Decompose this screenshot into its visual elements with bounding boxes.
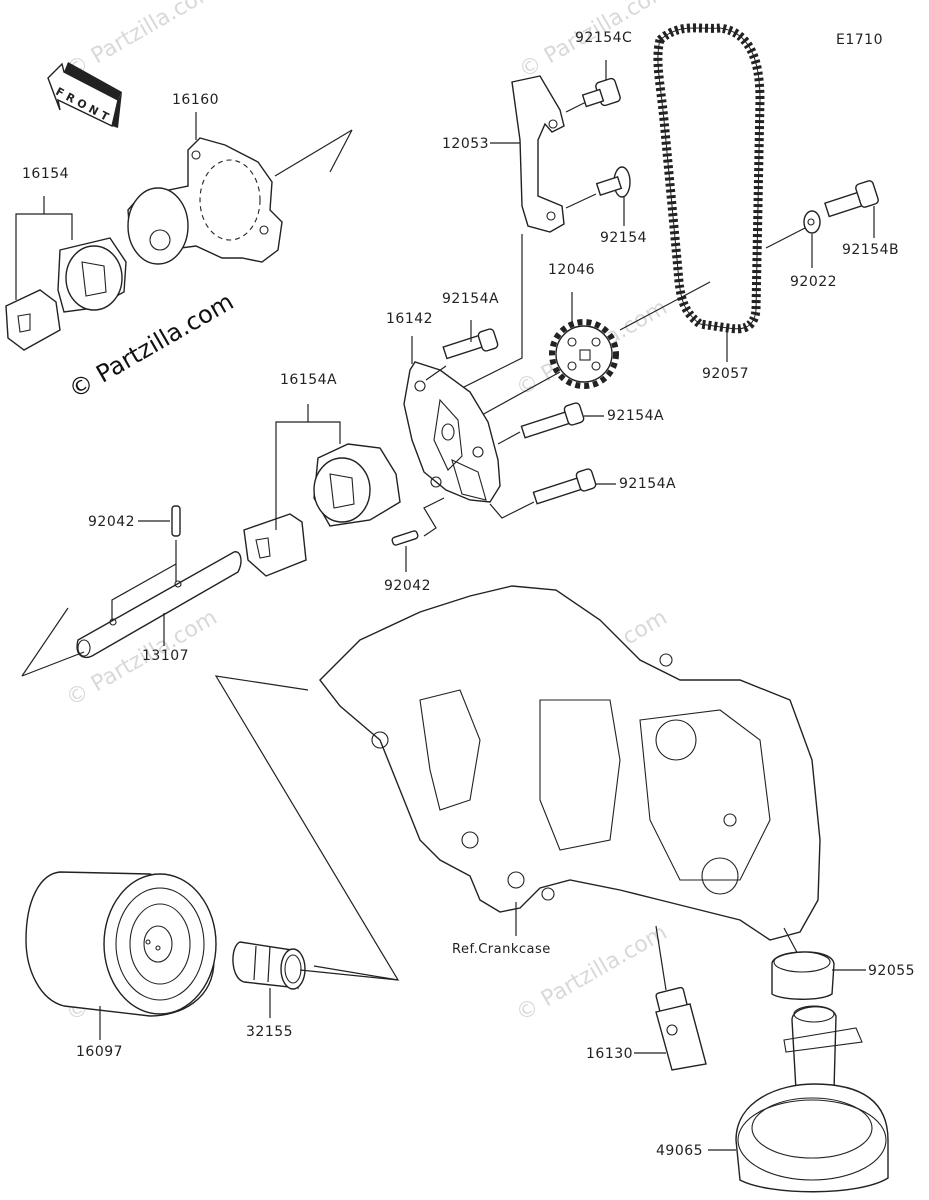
part-label-92042[interactable]: 92042 xyxy=(88,514,136,530)
part-92057-drawing xyxy=(619,23,765,362)
crankcase-drawing xyxy=(319,585,821,991)
part-16154-drawing xyxy=(5,196,127,351)
part-13107-drawing xyxy=(21,551,242,677)
part-92154C-drawing xyxy=(581,60,621,108)
part-16097-drawing xyxy=(25,871,217,1040)
part-label-49065[interactable]: 49065 xyxy=(656,1143,704,1159)
part-92055-drawing xyxy=(771,951,866,1000)
part-92022-drawing xyxy=(765,210,821,268)
leader-filter xyxy=(214,675,400,981)
part-label-92154A[interactable]: 92154A xyxy=(607,408,665,424)
part-12053-drawing xyxy=(461,75,597,389)
part-92154-drawing xyxy=(595,166,631,226)
part-label-92154B[interactable]: 92154B xyxy=(842,242,900,258)
part-label-92022[interactable]: 92022 xyxy=(790,274,838,290)
part-label-92055[interactable]: 92055 xyxy=(868,963,916,979)
part-92154A-1-drawing xyxy=(425,320,499,381)
part-label-92154A[interactable]: 92154A xyxy=(442,291,500,307)
part-label-16154A[interactable]: 16154A xyxy=(280,372,338,388)
part-label-16154[interactable]: 16154 xyxy=(22,166,70,182)
part-label-92154[interactable]: 92154 xyxy=(600,230,648,246)
reference-label-crankcase: Ref.Crankcase xyxy=(452,942,551,957)
part-16130-drawing xyxy=(634,986,707,1071)
part-label-12046[interactable]: 12046 xyxy=(548,262,596,278)
part-49065-drawing xyxy=(708,1005,889,1193)
part-12046-drawing xyxy=(479,292,619,417)
part-92154A-2-drawing xyxy=(497,402,604,445)
part-label-16160[interactable]: 16160 xyxy=(172,92,220,108)
part-label-92042[interactable]: 92042 xyxy=(384,578,432,594)
part-label-13107[interactable]: 13107 xyxy=(142,648,190,664)
part-label-16142[interactable]: 16142 xyxy=(386,311,434,327)
part-label-92154A[interactable]: 92154A xyxy=(619,476,677,492)
part-92042-2-drawing xyxy=(391,497,445,572)
part-label-16097[interactable]: 16097 xyxy=(76,1044,124,1060)
diagram-code: E1710 xyxy=(836,32,883,48)
front-arrow-icon xyxy=(47,62,122,128)
part-label-16130[interactable]: 16130 xyxy=(586,1046,634,1062)
part-16160-drawing xyxy=(127,129,353,265)
part-label-32155[interactable]: 32155 xyxy=(246,1024,294,1040)
part-16154A-drawing xyxy=(243,404,401,577)
part-92042-1-drawing xyxy=(138,505,181,582)
part-label-92057[interactable]: 92057 xyxy=(702,366,750,382)
part-92154B-drawing xyxy=(824,180,879,238)
part-92154A-3-drawing xyxy=(489,468,616,519)
part-label-92154C[interactable]: 92154C xyxy=(575,30,633,46)
part-label-12053[interactable]: 12053 xyxy=(442,136,490,152)
part-16142-drawing xyxy=(403,336,501,503)
part-32155-drawing xyxy=(232,941,399,1018)
